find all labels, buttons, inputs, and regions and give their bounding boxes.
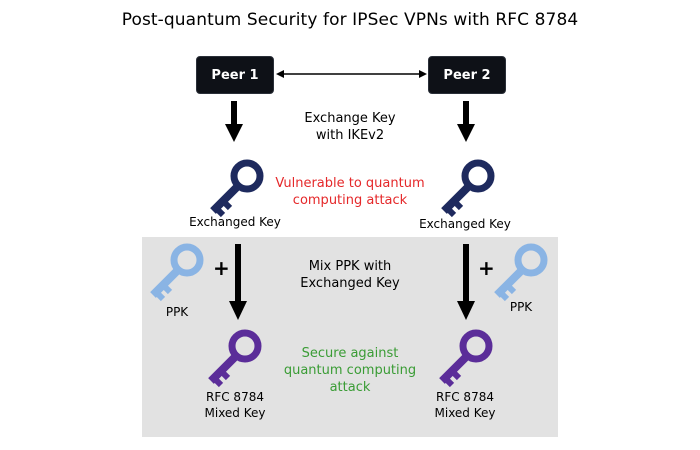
- peer-1-box: Peer 1: [196, 56, 274, 94]
- exchanged-key-right-label: Exchanged Key: [419, 217, 511, 231]
- arrow-left-mix-down: [229, 244, 247, 320]
- ppk-left-icon: [153, 247, 200, 299]
- arrow-right-mix-down: [457, 244, 475, 320]
- mixed-key-right-icon: [442, 333, 489, 385]
- arrow-peer1-down: [225, 101, 243, 142]
- secure-label: Secure against quantum computing attack: [265, 345, 435, 396]
- secure-line1: Secure against: [301, 346, 399, 361]
- plus-left: +: [213, 256, 230, 280]
- mixed-key-left-label: RFC 8784 Mixed Key: [180, 389, 290, 421]
- mix-label-line1: Mix PPK with: [308, 259, 392, 274]
- peer-2-box: Peer 2: [428, 56, 506, 94]
- exchange-label-line1: Exchange Key: [304, 111, 396, 126]
- secure-line3: attack: [329, 380, 371, 395]
- vulnerable-line2: computing attack: [292, 193, 408, 208]
- mixed-right-line1: RFC 8784: [436, 390, 494, 404]
- vulnerable-line1: Vulnerable to quantum: [275, 176, 425, 191]
- exchanged-key-left-label: Exchanged Key: [189, 215, 281, 229]
- exchanged-key-right-icon: [444, 163, 491, 215]
- exchanged-key-left-icon: [213, 163, 260, 215]
- ppk-right-label: PPK: [509, 300, 533, 314]
- vulnerable-label: Vulnerable to quantum computing attack: [262, 175, 438, 209]
- mix-label-line2: Exchanged Key: [300, 276, 400, 291]
- mixed-right-line2: Mixed Key: [434, 406, 496, 420]
- ppk-right-icon: [497, 247, 544, 299]
- plus-right: +: [478, 256, 495, 280]
- diagram-title: Post-quantum Security for IPSec VPNs wit…: [121, 10, 579, 30]
- arrow-peer2-down: [457, 101, 475, 142]
- mix-label: Mix PPK with Exchanged Key: [270, 258, 430, 292]
- ppk-left-label: PPK: [165, 305, 189, 319]
- mixed-key-right-label: RFC 8784 Mixed Key: [410, 389, 520, 421]
- mixed-left-line1: RFC 8784: [206, 390, 264, 404]
- secure-line2: quantum computing: [283, 363, 417, 378]
- peer-1-label: Peer 1: [211, 67, 259, 83]
- exchange-label-line2: with IKEv2: [315, 128, 385, 143]
- exchange-label: Exchange Key with IKEv2: [270, 110, 430, 144]
- mixed-key-left-icon: [211, 333, 258, 385]
- mixed-left-line2: Mixed Key: [204, 406, 266, 420]
- peer-2-label: Peer 2: [443, 67, 491, 83]
